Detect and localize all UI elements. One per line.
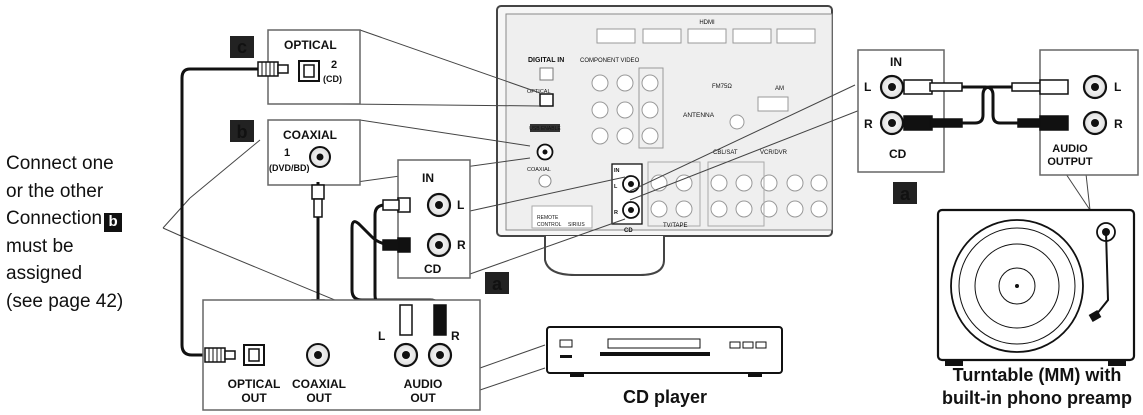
cd-input-callout-box: [397, 159, 471, 279]
cd-out-r-label: R: [451, 329, 460, 343]
svg-text:CD: CD: [624, 228, 633, 234]
coaxial-out-label-2: OUT: [306, 391, 332, 405]
svg-text:a: a: [492, 274, 503, 294]
cd-out-l-label: L: [378, 329, 385, 343]
turntable-illustration: [936, 208, 1136, 366]
cd-player-illustration: [546, 326, 783, 377]
tt-output-label: OUTPUT: [1047, 156, 1093, 168]
usb-enable-badge: [530, 124, 560, 132]
svg-text:R: R: [614, 210, 618, 216]
optical-plug-top: [257, 61, 289, 77]
badge-a-right: [893, 182, 917, 204]
svg-text:USB ENABLE: USB ENABLE: [529, 126, 561, 132]
cbl-sat-label: CBL/SAT: [713, 150, 738, 156]
svg-text:IN: IN: [614, 168, 620, 174]
antenna-label: ANTENNA: [683, 112, 715, 119]
rx-optical-port: [539, 93, 554, 107]
rx-coaxial-label: COAXIAL: [527, 167, 551, 173]
optical-port-number: 2: [331, 59, 337, 71]
svg-text:c: c: [237, 37, 247, 57]
audio-out-label-2: OUT: [410, 391, 436, 405]
svg-text:a: a: [900, 184, 911, 204]
cd-l-label: L: [457, 198, 464, 212]
coaxial-out-label-1: COAXIAL: [292, 377, 346, 391]
hdmi-label: HDMI: [699, 20, 715, 26]
cd-player-caption: CD player: [623, 387, 707, 407]
cd-r-label: R: [457, 238, 466, 252]
cd-in-label: IN: [422, 171, 434, 185]
turntable-caption-1: Turntable (MM) with: [953, 365, 1122, 385]
rx-optical-label: OPTICAL: [527, 89, 551, 95]
optical-out-label-2: OUT: [241, 391, 267, 405]
fm-label: FM75Ω: [712, 84, 732, 90]
tt-in-label: IN: [890, 55, 902, 69]
am-label: AM: [775, 86, 784, 92]
svg-text:SIRIUS: SIRIUS: [568, 222, 585, 228]
digital-in-label: DIGITAL IN: [528, 57, 564, 64]
hdmi-ports: HDMI: [596, 20, 816, 44]
callout-leaders: [162, 29, 1091, 391]
audio-out-label-1: AUDIO: [404, 377, 443, 391]
note-line-4: must be: [6, 235, 74, 257]
tt-l-label: L: [864, 80, 871, 94]
optical-port-sub: (CD): [323, 74, 342, 84]
tt-out-l-label: L: [1114, 80, 1121, 94]
coaxial-callout-title: COAXIAL: [283, 128, 337, 142]
tt-cd-label: CD: [889, 147, 907, 161]
svg-text:CONTROL: CONTROL: [537, 222, 562, 228]
note-line-6: (see page 42): [6, 290, 124, 312]
svg-text:b: b: [237, 122, 248, 142]
note-line-5: assigned: [6, 263, 83, 284]
badge-a-middle: [485, 272, 509, 294]
tt-out-r-label: R: [1114, 117, 1123, 131]
tv-tape-label: TV/TAPE: [663, 223, 688, 229]
turntable-caption-2: built-in phono preamp: [942, 388, 1132, 408]
svg-text:REMOTE: REMOTE: [537, 215, 559, 221]
optical-out-label-1: OPTICAL: [228, 377, 281, 391]
optical-plug-bottom: [204, 347, 236, 363]
tt-audio-label: AUDIO: [1052, 143, 1088, 155]
badge-b-inline: b: [104, 213, 123, 232]
cd-optical-out-port: [243, 344, 265, 366]
turntable-cd-in-box: [857, 49, 945, 173]
optical-callout-title: OPTICAL: [284, 38, 337, 52]
component-video-label: COMPONENT VIDEO: [580, 58, 640, 64]
coaxial-port-number: 1: [284, 147, 290, 159]
tt-r-label: R: [864, 117, 873, 131]
note-line-2: or the other: [6, 180, 104, 202]
receiver-rear-panel: HDMI DIGITAL IN OPTICAL USB ENABLE COAXI…: [496, 5, 833, 276]
note-line-1: Connect one: [6, 153, 114, 174]
badge-b: [230, 120, 254, 142]
badge-c: [230, 36, 254, 58]
svg-text:L: L: [614, 184, 618, 190]
optical-port-icon: [298, 60, 320, 82]
coaxial-port-sub: (DVD/BD): [269, 163, 310, 173]
cd-label: CD: [424, 262, 442, 276]
vcr-dvr-label: VCR/DVR: [760, 150, 788, 156]
